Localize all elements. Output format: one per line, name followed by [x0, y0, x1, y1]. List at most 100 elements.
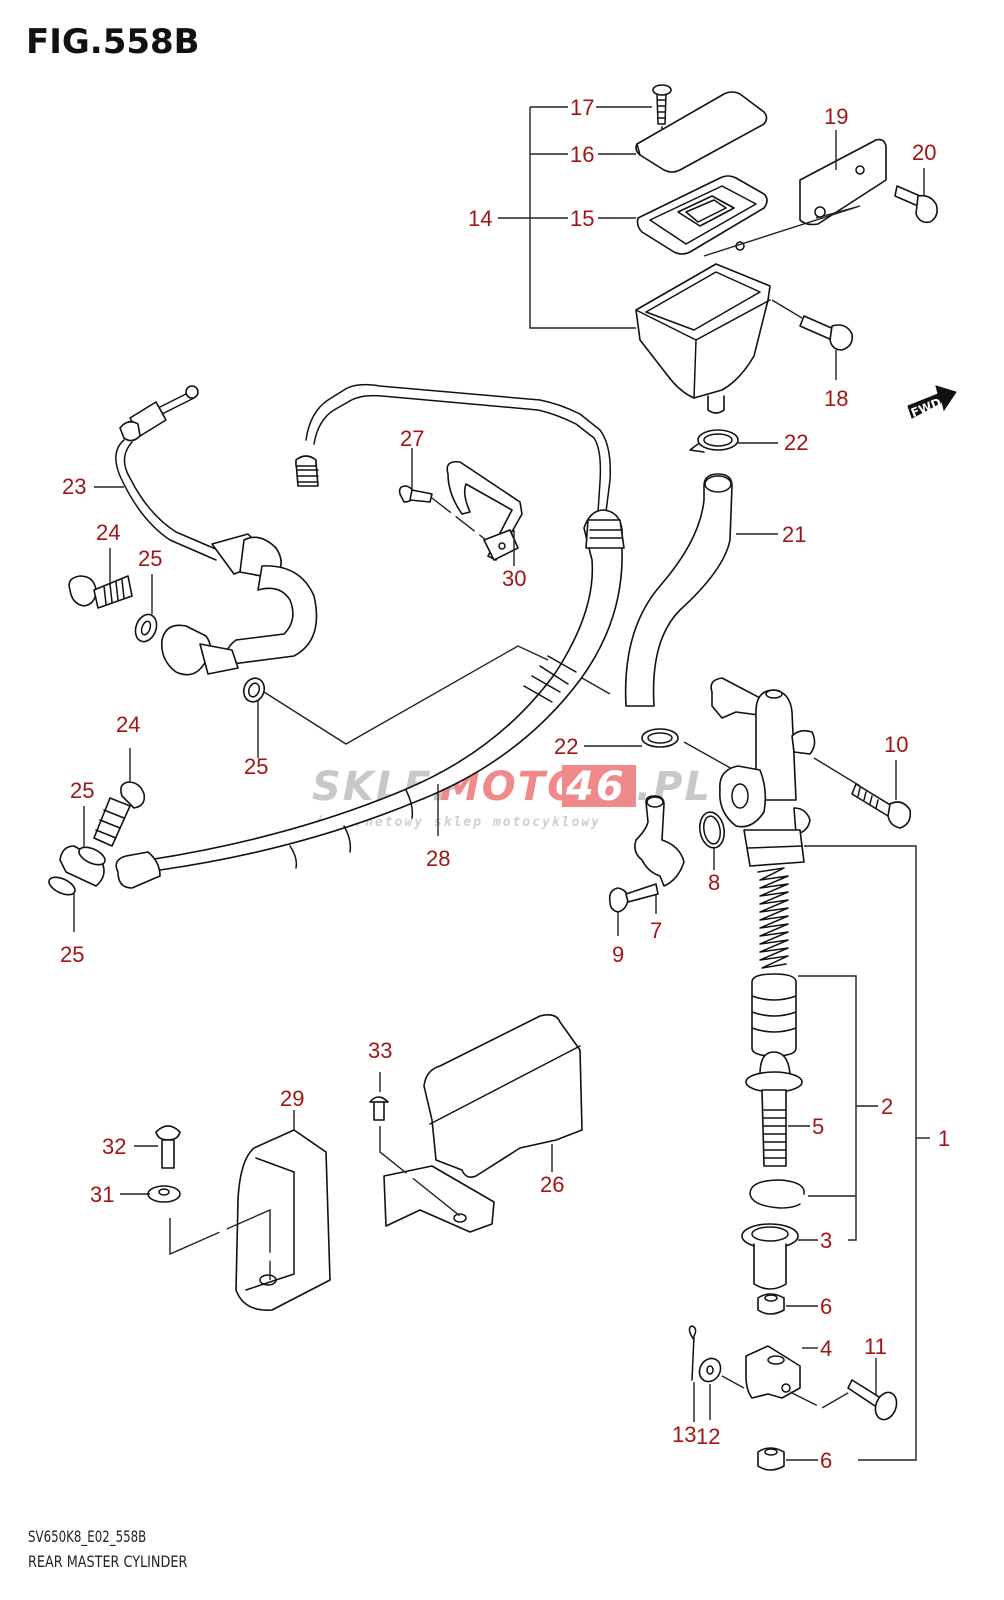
washer-12	[698, 1357, 745, 1420]
leader-11-link	[789, 1385, 861, 1409]
guard-29	[235, 1110, 331, 1311]
watermark-tagline: internetowy sklep motocyklowy	[316, 815, 601, 830]
callout-labels: 1 2 3 4 5 6 6 7 8 9 10 11 12 13 14 15 16…	[60, 95, 950, 1473]
o-ring-8	[698, 811, 726, 870]
callout-14[interactable]: 14	[468, 206, 492, 231]
callout-7[interactable]: 7	[650, 918, 662, 943]
callout-9[interactable]: 9	[612, 942, 624, 967]
brake-hose-23	[94, 385, 318, 676]
bolt-10	[813, 757, 912, 829]
clevis-4	[745, 1345, 818, 1399]
spring	[757, 867, 789, 969]
callout-3[interactable]: 3	[820, 1228, 832, 1253]
leader-22b-link	[683, 741, 735, 771]
callout-4[interactable]: 4	[820, 1336, 832, 1361]
callout-23[interactable]: 23	[62, 474, 86, 499]
circlip	[749, 1179, 856, 1209]
reservoir-cap-16	[635, 91, 768, 173]
brake-pipe	[295, 383, 612, 513]
callout-16[interactable]: 16	[570, 142, 594, 167]
callout-25-b[interactable]: 25	[244, 754, 268, 779]
diaphragm-15	[636, 175, 768, 255]
washer-25-lower-b	[48, 876, 76, 932]
leader-10-link	[813, 757, 861, 787]
callout-25-a[interactable]: 25	[138, 546, 162, 571]
bolt-20	[894, 168, 938, 224]
watermark-badge-text: 46	[565, 764, 626, 810]
bolt-27	[398, 448, 487, 541]
figure-title: FIG.558B	[26, 22, 200, 62]
washer-31	[120, 1185, 271, 1280]
banjo-bolt-24-lower	[93, 748, 146, 847]
leader-18-link	[771, 299, 803, 319]
callout-19[interactable]: 19	[824, 104, 848, 129]
callout-21[interactable]: 21	[782, 522, 806, 547]
callout-24-upper[interactable]: 24	[96, 520, 120, 545]
cover-26	[383, 1014, 583, 1233]
figure-code: SV650K8_E02_558B	[28, 1527, 147, 1546]
callout-32[interactable]: 32	[102, 1134, 126, 1159]
reservoir-body-14	[635, 241, 771, 414]
screw-9	[608, 883, 659, 936]
callout-28[interactable]: 28	[426, 846, 450, 871]
leader-14-bracket	[529, 107, 636, 329]
banjo-bolt-24-upper	[68, 548, 133, 609]
callout-33[interactable]: 33	[368, 1038, 392, 1063]
bolt-18	[799, 315, 854, 380]
pin-11	[789, 1358, 898, 1421]
callout-13[interactable]: 13	[672, 1422, 696, 1447]
boot-3	[741, 1223, 818, 1290]
callout-22-lower[interactable]: 22	[554, 734, 578, 759]
callout-6-upper[interactable]: 6	[820, 1294, 832, 1319]
callout-27[interactable]: 27	[400, 426, 424, 451]
nut-6-lower	[757, 1447, 818, 1471]
screw-32	[134, 1125, 181, 1169]
washer-25-upper	[134, 574, 158, 643]
callout-1[interactable]: 1	[938, 1126, 950, 1151]
callout-25-d[interactable]: 25	[60, 942, 84, 967]
reservoir-hose-21	[624, 473, 778, 707]
callout-20[interactable]: 20	[912, 140, 936, 165]
callout-6-lower[interactable]: 6	[820, 1448, 832, 1473]
callout-10[interactable]: 10	[884, 732, 908, 757]
callout-26[interactable]: 26	[540, 1172, 564, 1197]
figure-name: REAR MASTER CYLINDER	[28, 1552, 188, 1571]
cotter-pin-13	[688, 1325, 697, 1422]
callout-8[interactable]: 8	[708, 870, 720, 895]
clamp-22-lower	[584, 728, 735, 771]
brake-hose-28	[59, 509, 625, 889]
leader-19-link	[703, 205, 861, 257]
reservoir-assembly	[498, 84, 803, 414]
leader-12-link	[721, 1375, 745, 1389]
forward-arrow-icon: FWD	[907, 385, 957, 420]
washer-25-lower-a	[78, 806, 106, 866]
callout-17[interactable]: 17	[570, 95, 594, 120]
master-cylinder-body	[710, 677, 930, 1461]
leader-31-link	[169, 1208, 271, 1280]
watermark-badge-bg	[562, 765, 636, 807]
callout-24-lower[interactable]: 24	[116, 712, 140, 737]
callout-22-upper[interactable]: 22	[784, 430, 808, 455]
leader-33-link	[379, 1126, 461, 1217]
piston-cup-2	[751, 973, 878, 1241]
callout-12[interactable]: 12	[696, 1424, 720, 1449]
clamp-22-upper	[689, 429, 778, 453]
callout-18[interactable]: 18	[824, 386, 848, 411]
leader-2-bracket	[798, 975, 857, 1241]
callout-5[interactable]: 5	[812, 1114, 824, 1139]
bracket-19	[703, 130, 887, 257]
leader-27-link	[431, 497, 487, 541]
callout-15[interactable]: 15	[570, 206, 594, 231]
callout-2[interactable]: 2	[881, 1094, 893, 1119]
clamp-bracket-30	[446, 460, 523, 566]
nut-6-upper	[757, 1293, 818, 1315]
callout-11[interactable]: 11	[864, 1334, 887, 1359]
callout-25-c[interactable]: 25	[70, 778, 94, 803]
callout-29[interactable]: 29	[280, 1086, 304, 1111]
push-rod-5	[745, 1051, 810, 1167]
callout-30[interactable]: 30	[502, 566, 526, 591]
callout-31[interactable]: 31	[90, 1182, 114, 1207]
screw-33	[369, 1072, 461, 1217]
leader-1-bracket	[804, 845, 917, 1461]
